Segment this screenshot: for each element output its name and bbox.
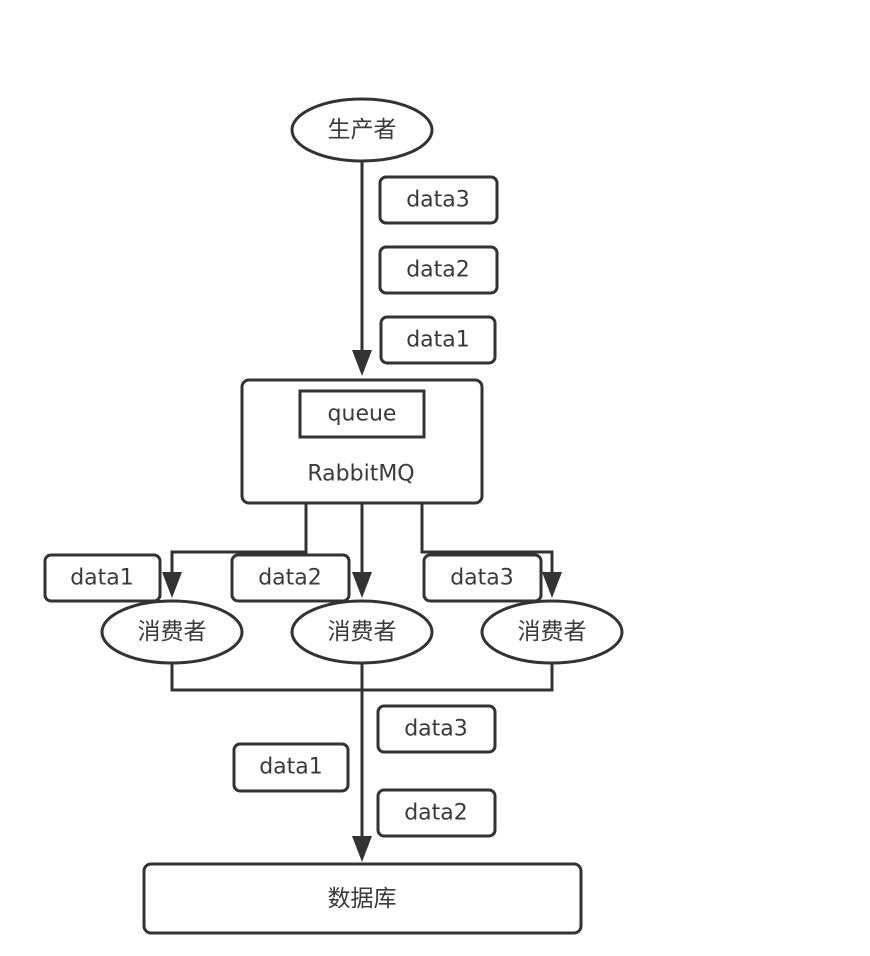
rabbitmq-broker-node: queue RabbitMQ [240, 378, 484, 505]
broker-to-consumer-2-arrowhead [352, 572, 372, 598]
consumer-ellipse [100, 599, 244, 665]
database-box [142, 862, 583, 935]
queue-box [298, 389, 426, 439]
consumer-node-3: 消费者 [480, 599, 624, 665]
database-message-data3: data3 [376, 704, 497, 754]
consumer-3-message: data3 [422, 553, 543, 603]
message-box [422, 553, 543, 603]
database-node: 数据库 [142, 862, 583, 935]
producer-ellipse [290, 97, 434, 163]
message-label: data2 [406, 258, 470, 283]
consumer-label: 消费者 [518, 619, 587, 645]
message-label: data2 [258, 566, 322, 591]
message-label: data3 [404, 717, 468, 742]
queue-label: queue [328, 402, 397, 427]
message-label: data3 [406, 188, 470, 213]
message-label: data3 [450, 566, 514, 591]
message-label: data1 [70, 566, 134, 591]
message-label: data1 [406, 328, 470, 353]
broker-to-consumer-3-line [420, 504, 554, 574]
database-message-data1: data1 [232, 742, 350, 793]
consumer-1-message: data1 [43, 553, 162, 603]
message-label: data2 [404, 801, 468, 826]
consumer-2-message: data2 [230, 553, 351, 603]
message-box [230, 553, 351, 603]
broker-to-consumer-1-arrowhead [162, 572, 182, 598]
message-box [379, 315, 497, 365]
message-label: data1 [259, 755, 323, 780]
producer-message-data2: data2 [378, 245, 499, 295]
consumers-to-database-arrowhead [352, 836, 372, 862]
producer-to-broker-arrowhead [352, 350, 372, 376]
consumer-label: 消费者 [328, 619, 397, 645]
message-box [378, 245, 499, 295]
producer-label: 生产者 [328, 117, 397, 143]
broker-to-consumer-1-line [170, 504, 308, 574]
producer-message-data3: data3 [378, 175, 499, 225]
consumer-ellipse [290, 599, 434, 665]
message-box [376, 704, 497, 754]
message-box [378, 175, 499, 225]
message-box [232, 742, 350, 793]
consumer-node-1: 消费者 [100, 599, 244, 665]
producer-message-data1: data1 [379, 315, 497, 365]
message-box [376, 788, 497, 838]
database-message-data2: data2 [376, 788, 497, 838]
broker-label: RabbitMQ [307, 462, 414, 487]
consumer-node-2: 消费者 [290, 599, 434, 665]
consumer-ellipse [480, 599, 624, 665]
producer-node: 生产者 [290, 97, 434, 163]
message-box [43, 553, 162, 603]
database-label: 数据库 [328, 886, 397, 912]
consumer-label: 消费者 [138, 619, 207, 645]
broker-to-consumer-3-arrowhead [542, 572, 562, 598]
